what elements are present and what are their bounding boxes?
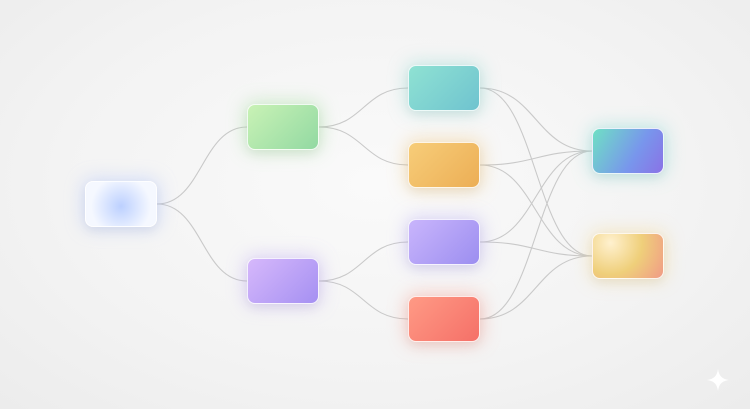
edge-n1-n4 bbox=[318, 126, 409, 166]
sparkle-icon bbox=[707, 369, 729, 391]
diagram-node-n8[interactable] bbox=[592, 233, 664, 279]
edge-n4-n8 bbox=[479, 164, 593, 257]
edge-n5-n7 bbox=[479, 150, 593, 243]
edge-n6-n8 bbox=[479, 255, 593, 320]
diagram-node-n3[interactable] bbox=[408, 65, 480, 111]
edge-n0-n1 bbox=[156, 126, 248, 205]
edge-n4-n7 bbox=[479, 150, 593, 166]
edge-n6-n7 bbox=[479, 150, 593, 320]
edge-n3-n7 bbox=[479, 87, 593, 152]
diagram-node-n1[interactable] bbox=[247, 104, 319, 150]
edge-n2-n6 bbox=[318, 280, 409, 320]
edge-n1-n3 bbox=[318, 87, 409, 128]
diagram-node-n4[interactable] bbox=[408, 142, 480, 188]
diagram-node-n5[interactable] bbox=[408, 219, 480, 265]
edge-n2-n5 bbox=[318, 241, 409, 282]
diagram-node-n2[interactable] bbox=[247, 258, 319, 304]
edge-n3-n8 bbox=[479, 87, 593, 257]
diagram-node-n7[interactable] bbox=[592, 128, 664, 174]
diagram-node-n6[interactable] bbox=[408, 296, 480, 342]
edge-n5-n8 bbox=[479, 241, 593, 257]
edge-n0-n2 bbox=[156, 203, 248, 282]
diagram-node-n0[interactable] bbox=[85, 181, 157, 227]
